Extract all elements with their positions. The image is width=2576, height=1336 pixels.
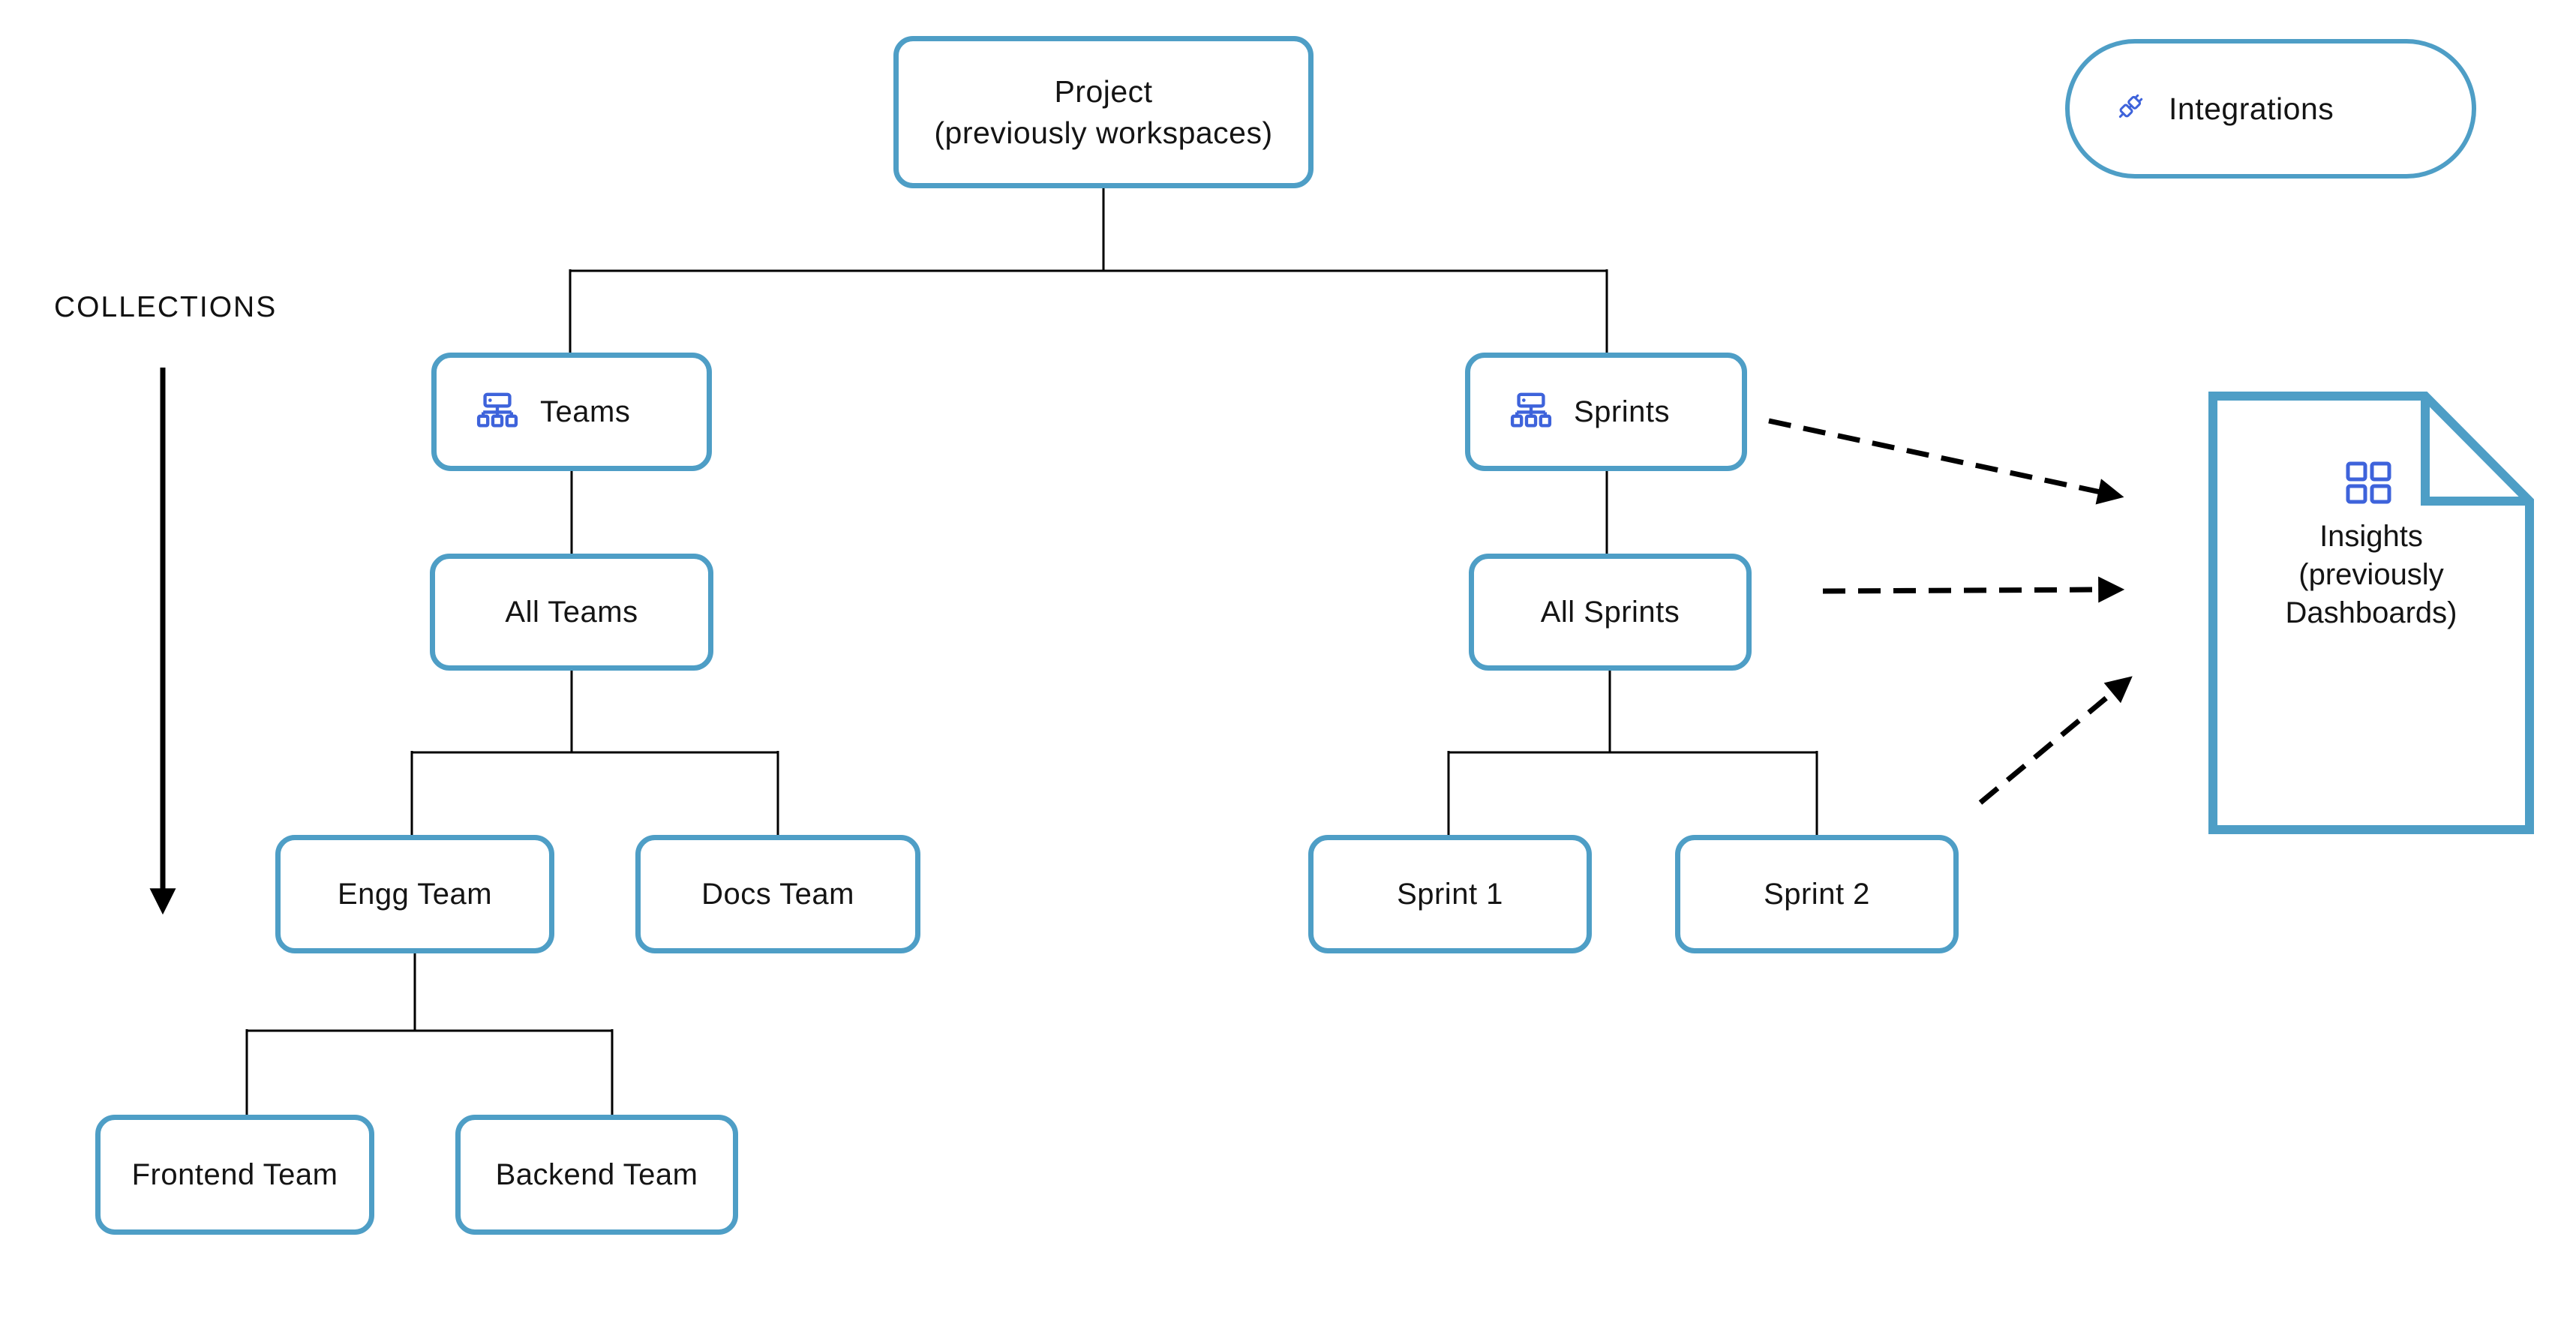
project-title: Project [1054, 74, 1153, 109]
sitemap-icon [1510, 392, 1552, 428]
backend-team-label: Backend Team [495, 1157, 698, 1191]
node-sprint-1: Sprint 1 [1308, 835, 1592, 953]
dashed-arrow-all-sprints-to-insights [1822, 576, 2125, 603]
node-sprints: Sprints [1465, 353, 1747, 471]
integrations-label: Integrations [2169, 91, 2334, 126]
all-teams-label: All Teams [505, 595, 638, 629]
teams-label: Teams [540, 395, 631, 428]
node-docs-team: Docs Team [635, 835, 920, 953]
sitemap-icon [476, 392, 518, 428]
tree-connectors [245, 188, 1818, 1115]
all-sprints-label: All Sprints [1540, 595, 1680, 629]
node-engg-team: Engg Team [275, 835, 554, 953]
node-project: Project (previously workspaces) [893, 36, 1314, 188]
insights-document-text: Insights (previously Dashboards) [2220, 518, 2522, 632]
frontend-team-label: Frontend Team [131, 1157, 338, 1191]
node-frontend-team: Frontend Team [95, 1115, 374, 1235]
node-all-teams: All Teams [430, 554, 713, 671]
insights-subtitle-line2: Dashboards) [2285, 596, 2457, 629]
dashed-arrow-sprints-to-insights [1768, 418, 2124, 505]
node-all-sprints: All Sprints [1469, 554, 1752, 671]
sprint-2-label: Sprint 2 [1764, 877, 1870, 911]
insights-subtitle-line1: (previously [2298, 558, 2444, 591]
insights-document-shape [2208, 392, 2534, 834]
collections-label: COLLECTIONS [54, 291, 278, 323]
sprint-1-label: Sprint 1 [1397, 877, 1503, 911]
dashed-arrow-sprint2-to-insights [1978, 676, 2133, 805]
dashboard-grid-icon [2346, 461, 2391, 504]
project-subtitle: (previously workspaces) [934, 115, 1273, 150]
insights-title: Insights [2319, 520, 2423, 553]
node-backend-team: Backend Team [455, 1115, 738, 1235]
node-integrations: Integrations [2065, 39, 2476, 179]
engg-team-label: Engg Team [337, 877, 493, 911]
sprints-label: Sprints [1574, 395, 1670, 428]
docs-team-label: Docs Team [701, 877, 854, 911]
node-sprint-2: Sprint 2 [1675, 835, 1959, 953]
node-teams: Teams [431, 353, 712, 471]
plugin-icon [2118, 94, 2143, 119]
